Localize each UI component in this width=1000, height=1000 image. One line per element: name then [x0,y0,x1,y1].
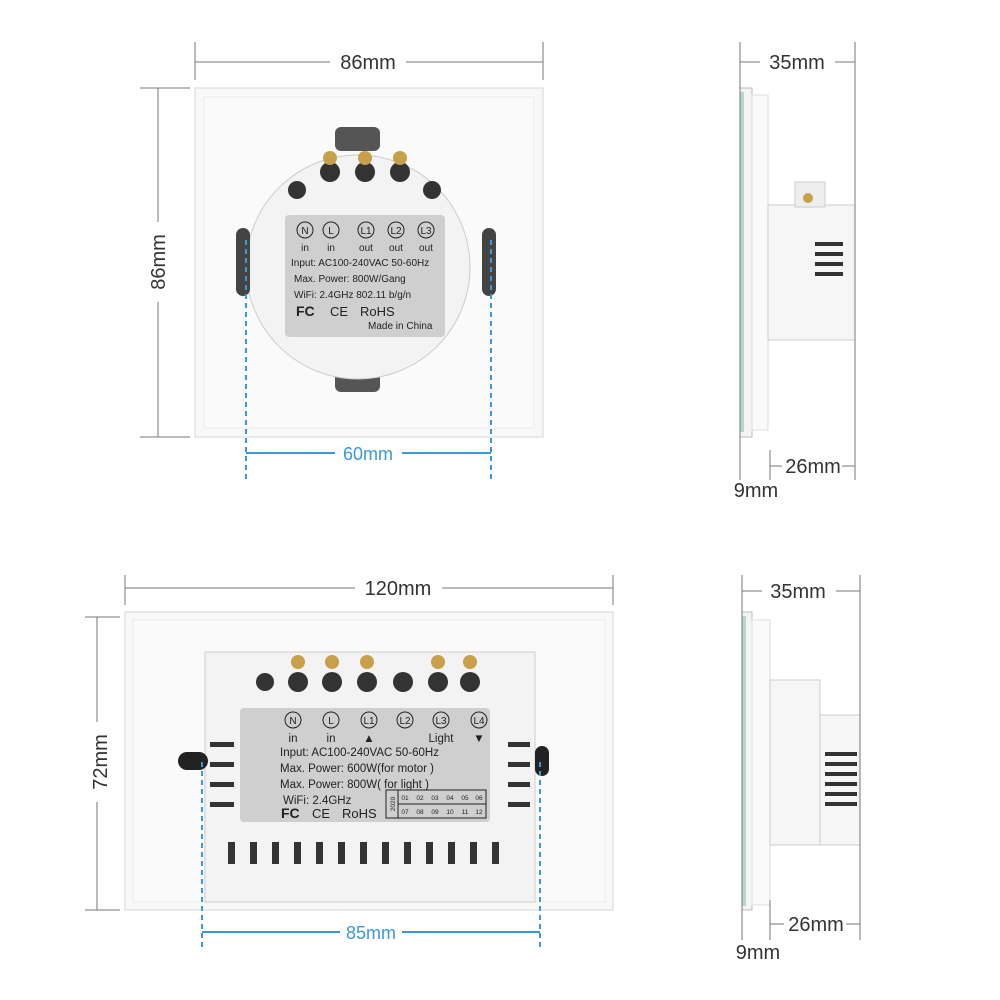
svg-text:L3: L3 [435,716,447,727]
mount-slot-left [178,752,208,770]
svg-text:▼: ▼ [473,733,484,745]
height-label: 72mm [90,734,112,790]
bottom-height-dimension [85,616,120,911]
top-front-view: Nin Lin L1 out L2 out L3 out Input: AC100-2… [140,42,544,480]
svg-text:L: L [328,716,334,727]
svg-text:06: 06 [475,795,483,802]
svg-text:01: 01 [401,795,409,802]
ce-mark: CE [312,806,330,821]
svg-text:in: in [289,733,298,745]
svg-text:L4: L4 [473,716,485,727]
svg-text:N: N [289,716,296,727]
svg-text:L3: L3 [420,226,432,237]
spec-input: Input: AC100-240VAC 50-60Hz [280,747,439,759]
svg-text:11: 11 [462,809,469,816]
ce-mark: CE [330,304,348,319]
width-label: 120mm [365,578,432,600]
body-depth-label: 26mm [785,456,841,478]
bottom-side-view: 35mm 26mm 9mm [736,575,861,964]
bottom-width-dimension [124,575,614,605]
spec-label [285,215,445,337]
svg-text:in: in [327,733,336,745]
mount-spacing-label: 60mm [343,444,393,464]
body-depth-label: 26mm [788,914,844,936]
top-width-dimension [194,42,544,80]
top-clip [335,127,380,151]
svg-text:L2: L2 [390,226,402,237]
svg-text:02: 02 [416,795,424,802]
svg-text:03: 03 [431,795,439,802]
svg-text:L: L [328,226,334,237]
spec-input: Input: AC100-240VAC 50-60Hz [291,258,429,269]
mount-spacing-label: 85mm [346,923,396,943]
svg-text:in: in [327,243,335,254]
svg-text:07: 07 [401,809,409,816]
origin-text: Made in China [368,321,433,332]
svg-text:10: 10 [446,809,454,816]
bottom-mount-spacing [201,762,541,950]
svg-text:out: out [389,243,403,254]
depth-label: 35mm [770,581,826,603]
svg-text:L1: L1 [363,716,375,727]
svg-text:L2: L2 [399,716,411,727]
svg-text:2020: 2020 [390,796,397,811]
top-height-dimension [140,87,190,438]
width-label: 86mm [340,52,396,74]
rohs-mark: RoHS [342,806,377,821]
date-code-grid: 2020 01 02 03 04 05 06 07 08 09 10 11 12 [385,789,487,819]
svg-text:out: out [359,243,373,254]
svg-text:in: in [301,243,309,254]
top-side-view: 35mm 26mm 9mm [734,42,856,502]
height-label: 86mm [148,234,170,290]
screw-terminals [288,151,441,199]
svg-text:▲: ▲ [363,733,374,745]
svg-text:Light: Light [429,733,455,745]
svg-text:05: 05 [461,795,469,802]
terminal-markings: Nin Lin L1 out L2 out L3 out [296,221,435,254]
svg-text:09: 09 [431,809,439,816]
svg-text:12: 12 [475,809,483,816]
screw-terminals [256,655,480,692]
svg-text:out: out [419,243,433,254]
spec-power-light: Max. Power: 800W( for light ) [280,779,429,791]
svg-text:N: N [301,226,308,237]
spec-label [240,708,490,822]
svg-text:08: 08 [416,809,424,816]
mount-slot-right [482,228,496,296]
top-mount-spacing [245,240,492,480]
fcc-mark: FC [296,303,315,319]
mount-slot-right [535,746,549,776]
depth-label: 35mm [769,52,825,74]
spec-wifi: WiFi: 2.4GHz [283,795,352,807]
spec-power: Max. Power: 800W/Gang [294,274,406,285]
mount-slot-left [236,228,250,296]
spec-wifi: WiFi: 2.4GHz 802.11 b/g/n [294,290,411,301]
svg-text:L1: L1 [360,226,372,237]
plate-depth-label: 9mm [736,942,780,964]
svg-text:04: 04 [446,795,454,802]
fcc-mark: FC [281,805,300,821]
plate-depth-label: 9mm [734,480,778,502]
spec-power-motor: Max. Power: 600W(for motor ) [280,763,434,775]
rohs-mark: RoHS [360,304,395,319]
